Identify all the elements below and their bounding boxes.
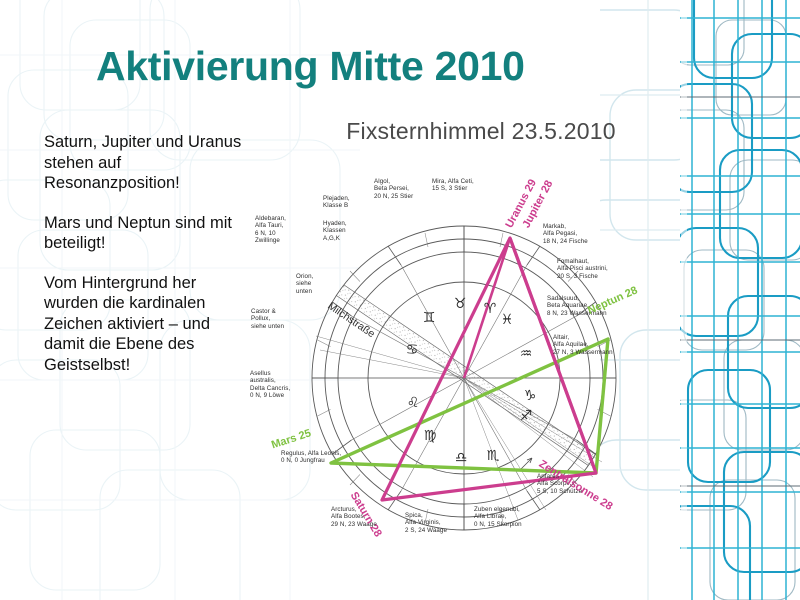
star-label-aldebaran: Aldebaran, Alfa Tauri, 6 N, 10 Zwillinge bbox=[255, 215, 286, 245]
zodiac-glyph-scorpio: ♏ bbox=[487, 448, 500, 464]
astro-chart: Fixsternhimmel 23.5.2010 bbox=[246, 110, 706, 560]
star-label-plejaden: Plejaden, Klasse B bbox=[323, 195, 350, 210]
star-label-arcturus: Arcturus, Alfa Bootes, 29 N, 23 Waage bbox=[331, 506, 377, 528]
body-text-block: Saturn, Jupiter und Uranus stehen auf Re… bbox=[44, 132, 249, 375]
zodiac-glyph-aquarius: ♒ bbox=[520, 346, 533, 362]
zodiac-glyph-sagittarius: ♐ bbox=[520, 408, 533, 424]
star-label-mira: Mira, Alfa Ceti, 15 S, 3 Stier bbox=[432, 178, 474, 193]
star-label-regulus: Regulus, Alfa Leonis, 0 N, 0 Jungfrau bbox=[281, 450, 342, 465]
zodiac-glyph-taurus: ♉ bbox=[454, 296, 467, 312]
zodiac-glyph-virgo: ♍ bbox=[424, 428, 437, 444]
star-label-altair: Altair, Alfa Aquilae, 27 N, 3 Wassermann bbox=[553, 334, 613, 356]
zodiac-glyph-libra: ♎ bbox=[455, 450, 468, 466]
star-label-antares: Antares, Alfa Scorpii, 5 S, 10 Schütze bbox=[537, 473, 583, 495]
ascendant-arrow-icon bbox=[519, 457, 533, 471]
house-spokes bbox=[351, 264, 577, 492]
degree-ticks bbox=[317, 232, 611, 524]
star-label-zuben: Zuben elgenubi, Alfa Librae, 0 N, 15 Sko… bbox=[474, 506, 522, 528]
star-label-orion: Orion, siehe unten bbox=[296, 273, 314, 295]
body-paragraph-1: Saturn, Jupiter und Uranus stehen auf Re… bbox=[44, 133, 242, 192]
zodiac-glyph-cancer: ♋ bbox=[406, 342, 419, 358]
star-label-markab: Markab, Alfa Pegasi, 18 N, 24 Fische bbox=[543, 223, 588, 245]
zodiac-glyph-group: ♈ ♉ ♊ ♋ ♌ ♍ ♎ ♏ ♐ ♑ ♒ ♓ bbox=[406, 296, 537, 466]
star-label-fomalhaut: Fomalhaut, Alfa Pisci austrini, 20 S, 3 … bbox=[557, 258, 608, 280]
body-paragraph-2: Mars und Neptun sind mit beteiligt! bbox=[44, 213, 233, 253]
star-label-castor-pollux: Castor & Pollux, siehe unten bbox=[251, 308, 285, 330]
star-label-asellus: Asellus australis, Delta Cancris, 0 N, 9… bbox=[250, 370, 291, 400]
page-title: Aktivierung Mitte 2010 bbox=[96, 43, 525, 89]
pink-aspect-radius bbox=[462, 237, 512, 379]
chart-title: Fixsternhimmel 23.5.2010 bbox=[346, 118, 616, 144]
chart-wheel-graphic: ♈ ♉ ♊ ♋ ♌ ♍ ♎ ♏ ♐ ♑ ♒ ♓ bbox=[311, 225, 617, 531]
star-label-sadalsuud: Sadalsuud, Beta Aquariae, 8 N, 23 Wasser… bbox=[547, 295, 607, 317]
zodiac-glyph-gemini: ♊ bbox=[423, 310, 436, 326]
pink-aspect-chord bbox=[508, 237, 598, 474]
zodiac-glyph-leo: ♌ bbox=[407, 395, 420, 411]
zodiac-glyph-aries: ♈ bbox=[484, 301, 497, 317]
star-label-hyaden: Hyaden, Klassen A,G,K bbox=[323, 220, 347, 242]
green-aspect-triangle bbox=[329, 337, 610, 475]
star-label-spica: Spica, Alfa Virginis, 2 S, 24 Waage bbox=[405, 512, 448, 534]
zodiac-glyph-capricorn: ♑ bbox=[524, 388, 537, 404]
body-paragraph-3: Vom Hintergrund her wurden die kardinale… bbox=[44, 273, 211, 374]
zodiac-glyph-pisces: ♓ bbox=[501, 312, 514, 328]
star-label-algol: Algol, Beta Persei, 20 N, 25 Stier bbox=[374, 178, 414, 200]
